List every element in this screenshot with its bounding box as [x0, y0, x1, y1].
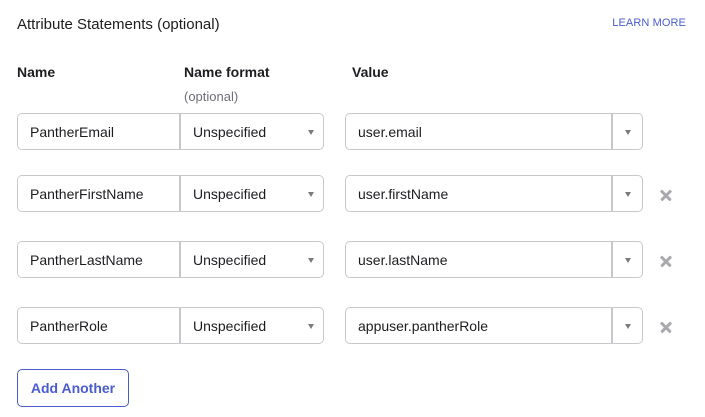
caret-down-icon	[625, 258, 631, 263]
remove-row-close-icon[interactable]	[658, 187, 674, 203]
attribute-row: Unspecified appuser.pantherRole	[17, 307, 705, 344]
value-combobox[interactable]: appuser.pantherRole	[345, 307, 643, 344]
caret-down-icon	[625, 192, 631, 197]
column-header-name-format-optional: (optional)	[184, 89, 239, 104]
attribute-name-input[interactable]	[18, 242, 181, 277]
remove-row-close-icon[interactable]	[658, 253, 674, 269]
name-format-select[interactable]: Unspecified	[181, 176, 323, 211]
value-expression[interactable]: user.firstName	[346, 176, 613, 211]
name-format-value: Unspecified	[193, 251, 267, 268]
attribute-row: Unspecified user.lastName	[17, 241, 705, 278]
attribute-name-input[interactable]	[18, 176, 181, 211]
caret-down-icon	[308, 192, 314, 197]
value-combobox[interactable]: user.lastName	[345, 241, 643, 278]
name-format-select[interactable]: Unspecified	[181, 308, 323, 343]
column-header-value: Value	[352, 64, 389, 80]
caret-down-icon	[625, 130, 631, 135]
name-format-value: Unspecified	[193, 123, 267, 140]
section-title: Attribute Statements (optional)	[17, 16, 220, 33]
name-format-group: Unspecified	[17, 241, 324, 278]
caret-down-icon	[308, 130, 314, 135]
value-expression[interactable]: user.email	[346, 114, 613, 149]
name-format-select[interactable]: Unspecified	[181, 114, 323, 149]
name-format-value: Unspecified	[193, 317, 267, 334]
value-dropdown-button[interactable]	[613, 308, 642, 343]
attribute-name-input[interactable]	[18, 308, 181, 343]
value-dropdown-button[interactable]	[613, 176, 642, 211]
name-format-value: Unspecified	[193, 185, 267, 202]
value-expression[interactable]: appuser.pantherRole	[346, 308, 613, 343]
column-header-name-format: Name format	[184, 64, 270, 80]
name-format-select[interactable]: Unspecified	[181, 242, 323, 277]
add-another-button[interactable]: Add Another	[17, 369, 129, 407]
value-expression[interactable]: user.lastName	[346, 242, 613, 277]
value-combobox[interactable]: user.email	[345, 113, 643, 150]
caret-down-icon	[308, 324, 314, 329]
value-dropdown-button[interactable]	[613, 242, 642, 277]
name-format-group: Unspecified	[17, 175, 324, 212]
attribute-name-input[interactable]	[18, 114, 181, 149]
attribute-row: Unspecified user.email	[17, 113, 705, 150]
caret-down-icon	[308, 258, 314, 263]
value-combobox[interactable]: user.firstName	[345, 175, 643, 212]
name-format-group: Unspecified	[17, 307, 324, 344]
column-header-name: Name	[17, 64, 56, 80]
caret-down-icon	[625, 324, 631, 329]
name-format-group: Unspecified	[17, 113, 324, 150]
remove-row-close-icon[interactable]	[658, 319, 674, 335]
attribute-row: Unspecified user.firstName	[17, 175, 705, 212]
value-dropdown-button[interactable]	[613, 114, 642, 149]
learn-more-link[interactable]: LEARN MORE	[612, 17, 686, 29]
